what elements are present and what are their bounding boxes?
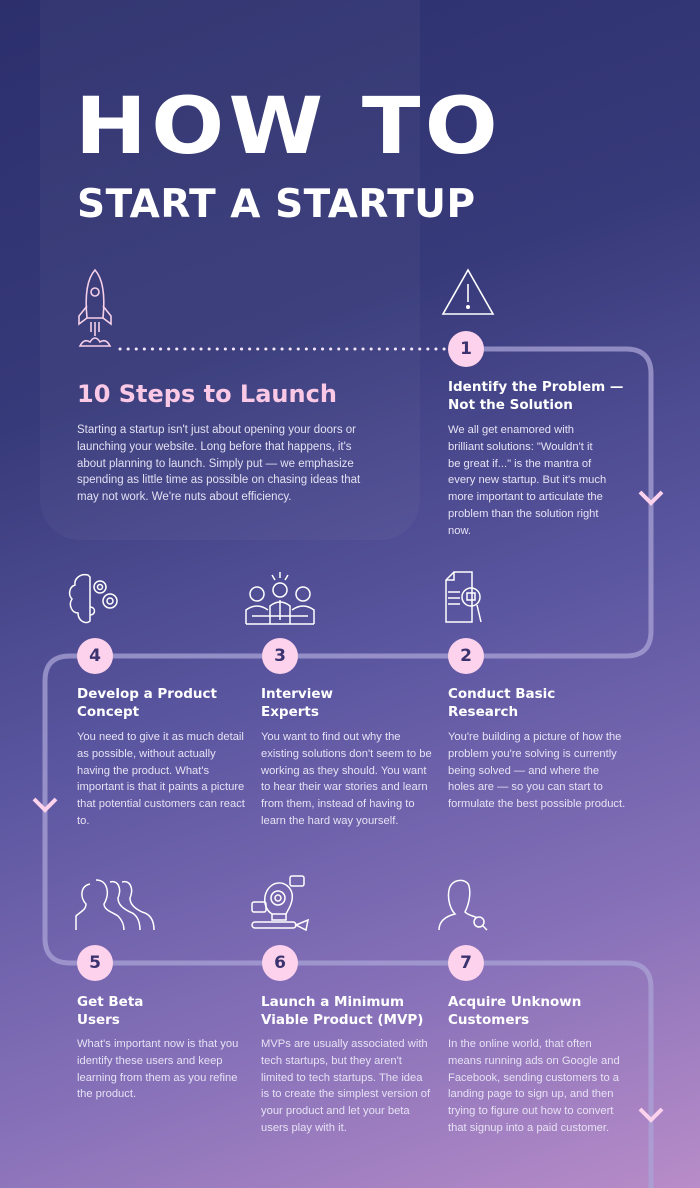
step-number-6: 6 xyxy=(262,945,298,981)
title-start-a-startup: START A STARTUP xyxy=(77,182,476,227)
step-title-4: Develop a Product Concept xyxy=(77,686,217,720)
users-group-icon xyxy=(74,876,160,932)
intro-body: Starting a startup isn't just about open… xyxy=(77,424,361,504)
step-title-1: Identify the Problem — Not the Solution xyxy=(448,379,624,413)
step-number-7: 7 xyxy=(448,945,484,981)
user-search-icon xyxy=(437,876,491,932)
step-body-6: MVPs are usually associated with tech st… xyxy=(261,1038,431,1134)
chevron-down-icon xyxy=(638,490,664,506)
step-body-4: You need to give it as much detail as po… xyxy=(77,731,245,827)
step-body-2: You're building a picture of how the pro… xyxy=(448,731,626,811)
step-body-7: In the online world, that often means ru… xyxy=(448,1038,620,1134)
warning-triangle-icon xyxy=(441,268,495,316)
document-search-icon xyxy=(444,570,488,626)
lightbulb-idea-icon xyxy=(250,874,312,934)
step-title-6: Launch a Minimum Viable Product (MVP) xyxy=(261,994,424,1028)
step-number-3: 3 xyxy=(262,638,298,674)
intro-title: 10 Steps to Launch xyxy=(77,380,337,408)
step-title-3: Interview Experts xyxy=(261,686,333,720)
chevron-down-icon xyxy=(32,797,58,813)
path-line xyxy=(42,346,654,1188)
step-title-7: Acquire Unknown Customers xyxy=(448,994,582,1028)
step-body-1: We all get enamored with brilliant solut… xyxy=(448,424,607,537)
step-body-3: You want to find out why the existing so… xyxy=(261,731,432,827)
step-number-4: 4 xyxy=(77,638,113,674)
step-number-5: 5 xyxy=(77,945,113,981)
title-how-to: HOW TO xyxy=(75,82,503,172)
step-body-5: What's important now is that you identif… xyxy=(77,1038,239,1101)
team-meeting-icon xyxy=(244,570,316,626)
step-number-2: 2 xyxy=(448,638,484,674)
step-number-1: 1 xyxy=(448,331,484,367)
chevron-down-icon xyxy=(638,1107,664,1123)
step-title-5: Get Beta Users xyxy=(77,994,144,1028)
step-title-2: Conduct Basic Research xyxy=(448,686,556,720)
brain-gears-icon xyxy=(66,571,124,627)
rocket-icon xyxy=(74,268,116,350)
